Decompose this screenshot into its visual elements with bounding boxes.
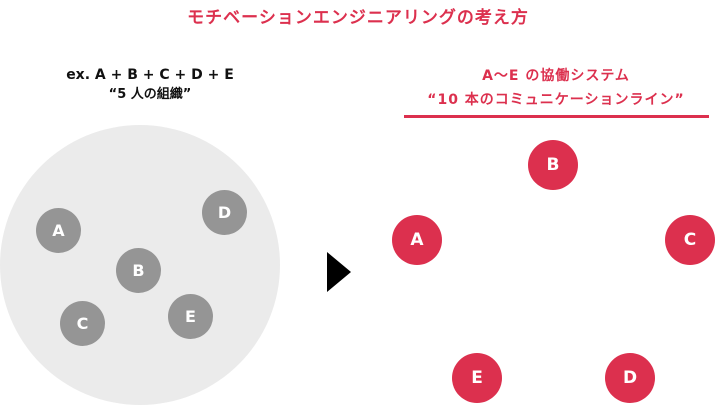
right-caption-title: A〜E の協働システム <box>482 68 630 84</box>
gray-node-e: E <box>168 294 213 339</box>
red-node-d: D <box>605 353 655 403</box>
left-caption-formula: ex. A + B + C + D + E <box>66 67 234 83</box>
red-node-b: B <box>528 140 578 190</box>
gray-node-a: A <box>36 208 81 253</box>
gray-node-d: D <box>202 190 247 235</box>
right-caption-underline <box>404 115 709 118</box>
left-caption: ex. A + B + C + D + E “5 人の組織” <box>40 66 260 104</box>
diagram-title: モチベーションエンジニアリングの考え方 <box>187 8 529 28</box>
red-node-a: A <box>392 215 442 265</box>
gray-node-b: B <box>116 248 161 293</box>
right-caption-subtitle: “10 本のコミュニケーションライン” <box>427 92 685 108</box>
left-caption-subtitle: “5 人の組織” <box>108 87 192 102</box>
right-caption: A〜E の協働システム “10 本のコミュニケーションライン” <box>403 64 709 112</box>
red-node-c: C <box>665 215 715 265</box>
triangle-right-icon <box>327 252 351 292</box>
gray-node-c: C <box>60 301 105 346</box>
red-node-e: E <box>452 353 502 403</box>
